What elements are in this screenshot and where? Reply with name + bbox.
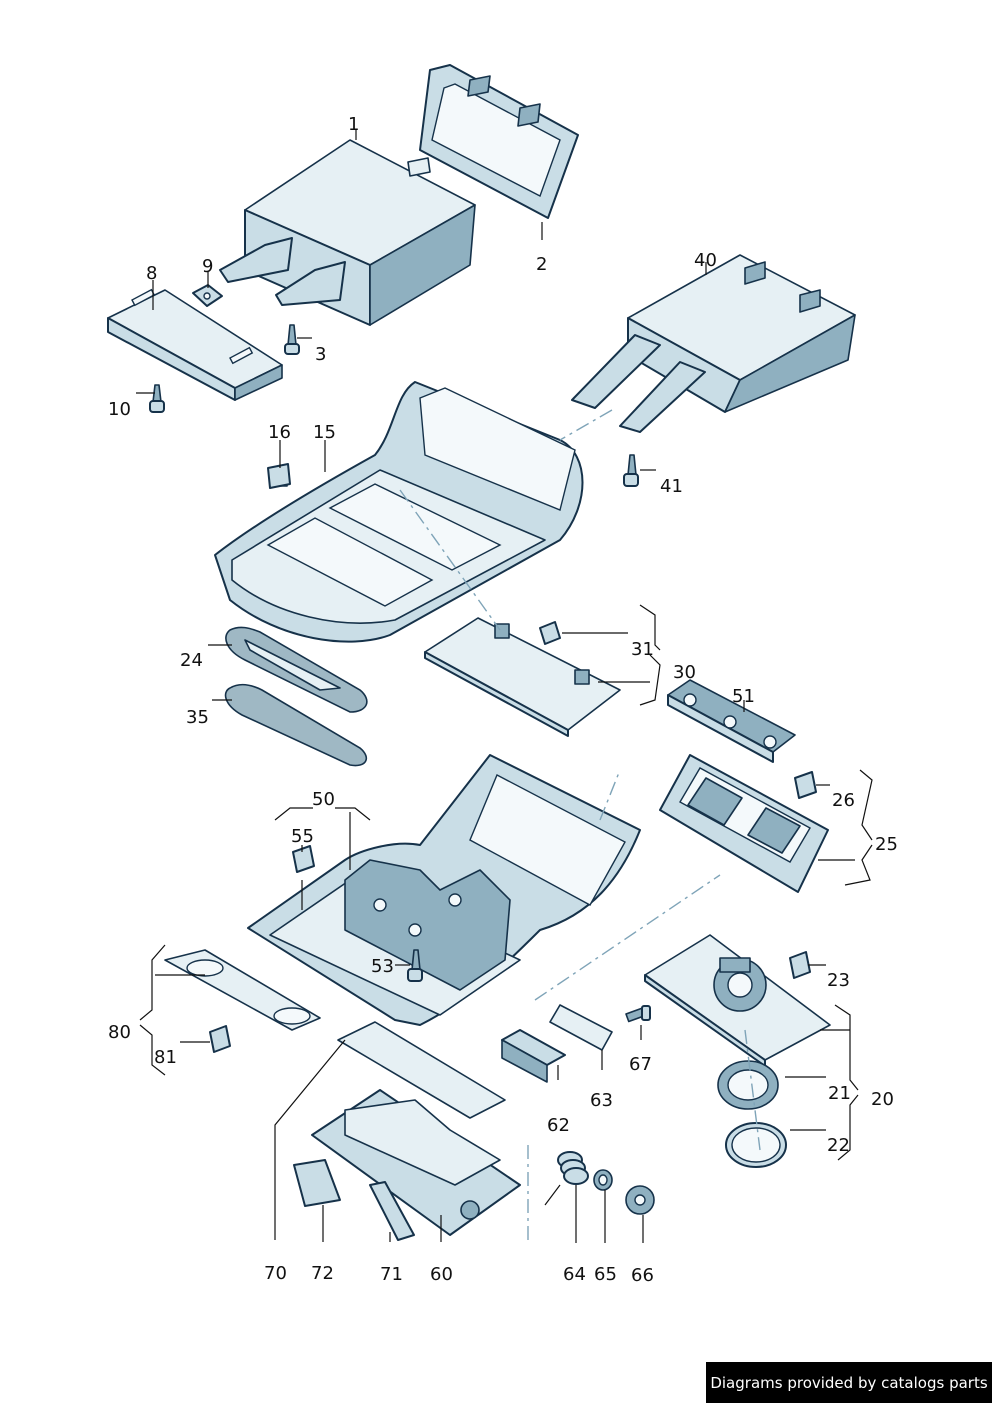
callout-62: 62 xyxy=(547,1115,570,1136)
part-26-clip xyxy=(794,771,817,799)
leader-lines xyxy=(136,130,873,1243)
part-72-pad xyxy=(293,1159,341,1207)
callout-72: 72 xyxy=(311,1263,334,1284)
part-22-ring xyxy=(725,1122,787,1168)
callout-8: 8 xyxy=(146,263,157,284)
part-63-plate xyxy=(549,1004,613,1051)
callout-3: 3 xyxy=(315,344,326,365)
part-67-screw xyxy=(625,1005,651,1023)
part-10-screw xyxy=(149,384,165,413)
part-21-ring xyxy=(717,1060,779,1110)
callout-55: 55 xyxy=(291,826,314,847)
callout-35: 35 xyxy=(186,707,209,728)
part-40-box xyxy=(571,254,856,433)
callout-22: 22 xyxy=(827,1135,850,1156)
part-1-storage-box xyxy=(219,139,476,326)
part-62-bracket xyxy=(501,1029,566,1083)
callout-60: 60 xyxy=(430,1264,453,1285)
part-23-clip xyxy=(789,951,811,979)
part-55-clip xyxy=(292,845,315,873)
callout-26: 26 xyxy=(832,790,855,811)
callout-50: 50 xyxy=(312,789,335,810)
callout-15: 15 xyxy=(313,422,336,443)
part-81-clip xyxy=(209,1025,231,1053)
part-60-lid xyxy=(311,1089,521,1236)
part-2-frame xyxy=(419,64,579,219)
assembly-dash-lines xyxy=(399,409,761,1245)
callout-65: 65 xyxy=(594,1264,617,1285)
part-80-mat xyxy=(164,949,321,1031)
callout-30: 30 xyxy=(673,662,696,683)
callout-2: 2 xyxy=(536,254,547,275)
part-25-console-insert xyxy=(659,754,829,893)
callout-25: 25 xyxy=(875,834,898,855)
part-3-screw xyxy=(284,324,300,355)
callout-66: 66 xyxy=(631,1265,654,1286)
part-8-bracket xyxy=(107,288,283,401)
callout-31: 31 xyxy=(631,639,654,660)
callout-80: 80 xyxy=(108,1022,131,1043)
part-41-screw xyxy=(623,454,639,487)
callout-51: 51 xyxy=(732,686,755,707)
part-65-bushing xyxy=(593,1169,613,1191)
callout-20: 20 xyxy=(871,1089,894,1110)
callout-10: 10 xyxy=(108,399,131,420)
part-51-switch-module xyxy=(667,679,796,763)
credit-banner: Diagrams provided by catalogs parts xyxy=(706,1362,992,1403)
callout-23: 23 xyxy=(827,970,850,991)
callout-63: 63 xyxy=(590,1090,613,1111)
callout-9: 9 xyxy=(202,256,213,277)
callout-53: 53 xyxy=(371,956,394,977)
part-53-screw xyxy=(407,949,423,982)
callout-labels: 1 2 3 8 9 10 15 16 40 41 31 30 51 24 35 … xyxy=(108,114,898,1286)
part-64-spring xyxy=(544,1151,589,1206)
part-66-damper xyxy=(625,1185,655,1215)
callout-21: 21 xyxy=(828,1083,851,1104)
callout-64: 64 xyxy=(563,1264,586,1285)
callout-40: 40 xyxy=(694,250,717,271)
part-15-upper-console xyxy=(214,381,584,643)
callout-81: 81 xyxy=(154,1047,177,1068)
part-71-pad xyxy=(369,1181,415,1241)
callout-16: 16 xyxy=(268,422,291,443)
callout-71: 71 xyxy=(380,1264,403,1285)
callout-41: 41 xyxy=(660,476,683,497)
part-31-panel xyxy=(424,617,621,737)
part-70-liner xyxy=(337,1021,506,1119)
callout-24: 24 xyxy=(180,650,203,671)
part-16-clip xyxy=(267,463,291,489)
part-50-lower-console xyxy=(247,754,641,1026)
callout-1: 1 xyxy=(348,114,359,135)
part-9-clip xyxy=(192,284,223,307)
callout-67: 67 xyxy=(629,1054,652,1075)
part-20-base-plate xyxy=(644,934,831,1067)
callout-70: 70 xyxy=(264,1263,287,1284)
